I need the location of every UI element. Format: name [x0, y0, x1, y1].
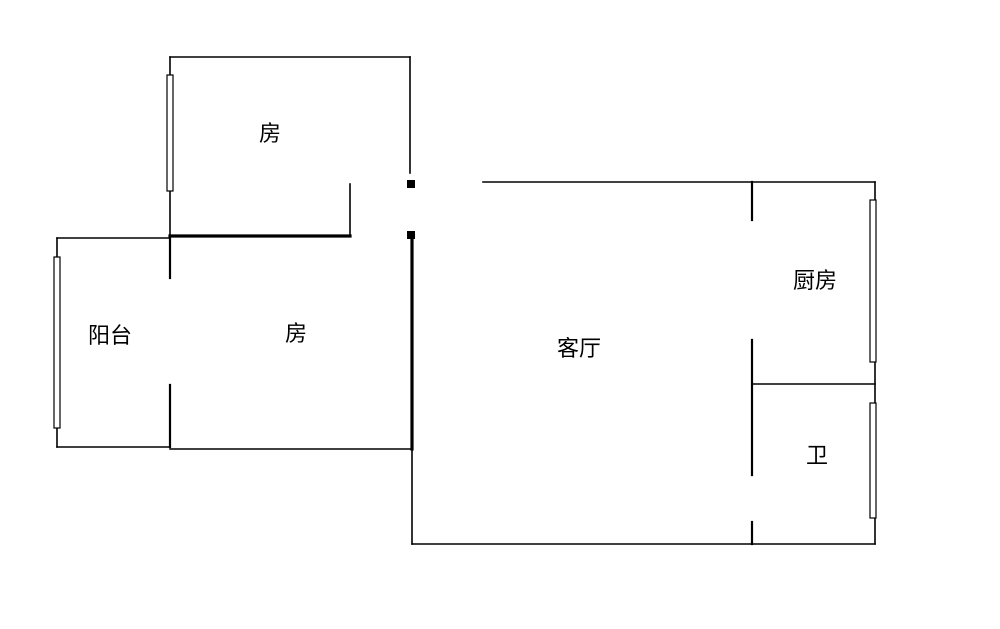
room-label-kitchen: 厨房: [793, 269, 837, 294]
room-label-balcony: 阳台: [88, 324, 132, 349]
door-jamb: [407, 180, 415, 188]
room-label-bedroom-top: 房: [259, 122, 281, 147]
room-label-bathroom: 卫: [806, 444, 828, 469]
window: [869, 402, 877, 519]
window: [53, 256, 61, 429]
window: [869, 199, 877, 363]
room-label-bedroom-middle: 房: [285, 322, 307, 347]
door-jamb: [407, 231, 415, 239]
windows: [53, 74, 877, 519]
walls: [56, 56, 876, 546]
window: [166, 74, 174, 192]
room-label-living-room: 客厅: [557, 337, 601, 362]
room-labels: 房 房 阳台 客厅 厨房 卫: [88, 122, 837, 469]
